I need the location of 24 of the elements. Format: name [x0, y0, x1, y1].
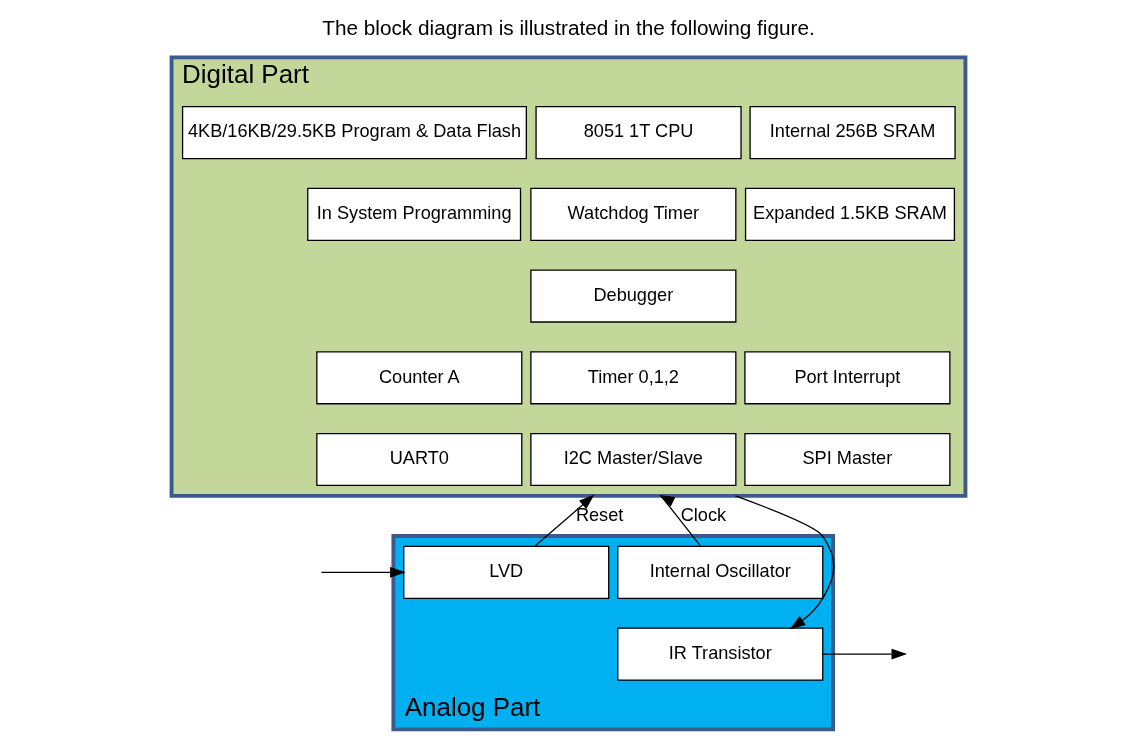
node-box: Internal Oscillator [617, 545, 824, 599]
node-box: In System Programming [307, 187, 522, 241]
node-box: 4KB/16KB/29.5KB Program & Data Flash [181, 106, 527, 160]
node-box: Timer 0,1,2 [530, 351, 737, 405]
arrow [659, 494, 702, 547]
node-box: SPI Master [744, 432, 951, 487]
edge-label: Clock [680, 504, 727, 525]
arrow [320, 566, 406, 578]
edge-label: Reset [575, 504, 624, 525]
node-box: Internal 256B SRAM [749, 106, 956, 160]
node-box: Debugger [530, 269, 737, 323]
arrow [534, 494, 595, 547]
node-box: Port Interrupt [744, 351, 951, 405]
node-box: Watchdog Timer [530, 187, 737, 241]
node-box: IR Transistor [617, 627, 824, 681]
node-box: I2C Master/Slave [530, 432, 737, 487]
diagram-title: The block diagram is illustrated in the following figure. [322, 16, 815, 40]
node-box: UART0 [316, 432, 523, 487]
node-box: LVD [403, 545, 610, 599]
node-box: Expanded 1.5KB SRAM [744, 187, 956, 241]
arrow [822, 648, 908, 660]
arrow [734, 495, 835, 630]
node-box: Counter A [316, 351, 523, 405]
node-box: 8051 1T CPU [535, 106, 742, 160]
